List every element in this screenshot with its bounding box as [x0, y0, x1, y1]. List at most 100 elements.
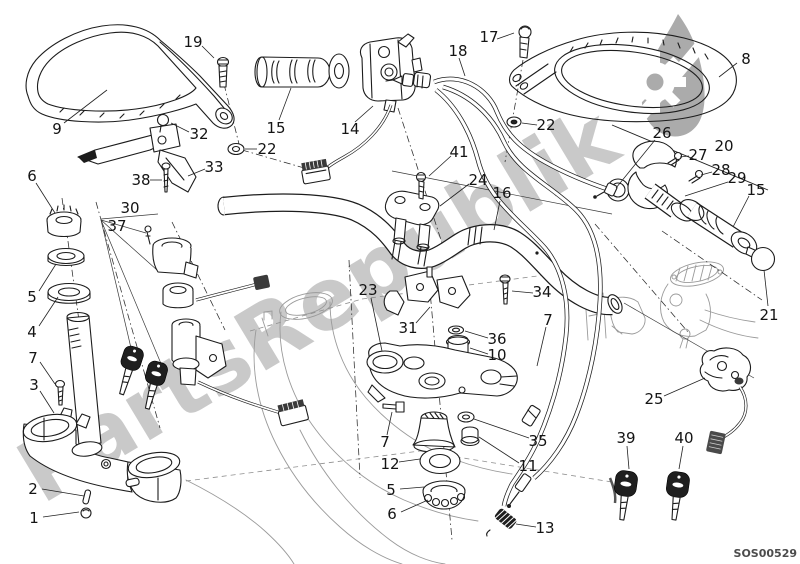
part-label-36: 36	[487, 330, 506, 348]
part-label-7: 7	[28, 349, 38, 367]
leader-line-7	[536, 326, 547, 367]
drawing-code: SOS00529	[734, 547, 797, 560]
leader-line-28	[700, 171, 713, 176]
leader-line-19	[201, 45, 215, 59]
washer-35	[457, 411, 475, 423]
bolt-7-mid	[395, 401, 405, 413]
cable-barrel-icon	[514, 473, 532, 493]
group-30-bracket	[100, 213, 163, 367]
leader-line-22	[521, 122, 538, 126]
part-label-35: 35	[528, 432, 547, 450]
leader-line-7	[39, 361, 56, 385]
ignition-lock-drawing	[152, 237, 309, 427]
leader-line-41	[428, 155, 452, 177]
pin-2	[82, 489, 92, 505]
leader-line-21	[763, 269, 769, 307]
lock-keys-drawing	[119, 345, 168, 410]
leader-line-6	[35, 182, 56, 214]
leader-line-12	[398, 458, 421, 463]
part-label-29: 29	[727, 169, 746, 187]
leader-line-10	[469, 347, 489, 355]
part-label-31: 31	[398, 319, 417, 337]
left-mirror-drawing	[25, 24, 235, 129]
mirror-bolt-19-drawing	[216, 56, 230, 88]
leader-line-11	[478, 436, 520, 464]
leader-line-24	[439, 183, 470, 207]
leader-line-36	[464, 330, 489, 339]
leader-line-40	[678, 445, 684, 470]
stem-nut-stack-drawing	[412, 411, 480, 510]
part-label-8: 8	[741, 50, 751, 68]
part-label-5: 5	[386, 481, 396, 499]
washer-36	[447, 325, 465, 335]
leader-line-16	[493, 200, 501, 231]
lever-bracket-drawing	[77, 113, 197, 193]
leader-line-14	[354, 105, 374, 123]
leader-line-33	[187, 168, 206, 177]
right-switch-drawing	[699, 347, 752, 455]
leader-line-15	[732, 195, 750, 228]
bar-clamp-drawing	[384, 171, 440, 251]
part-label-6: 6	[387, 505, 397, 523]
part-label-20: 20	[714, 137, 733, 155]
part-label-26: 26	[652, 124, 671, 142]
part-label-13: 13	[535, 519, 554, 537]
part-label-5: 5	[27, 288, 37, 306]
part-label-38: 38	[131, 171, 150, 189]
mirror-bolt-17-drawing	[506, 25, 532, 128]
part-label-6: 6	[27, 167, 37, 185]
bolt-41	[415, 171, 427, 183]
leader-line-25	[663, 377, 706, 397]
leader-line-31	[415, 306, 431, 324]
part-label-12: 12	[380, 455, 399, 473]
part-label-28: 28	[711, 161, 730, 179]
frame-context-drawing	[185, 261, 759, 564]
leader-line-8	[718, 62, 738, 78]
part-label-32: 32	[189, 125, 208, 143]
leader-line-15	[278, 87, 292, 121]
steering-stem-drawing	[46, 204, 102, 446]
part-label-7: 7	[543, 311, 553, 329]
part-label-25: 25	[644, 390, 663, 408]
part-label-34: 34	[532, 283, 551, 301]
bottom-clamp-drawing	[22, 379, 182, 519]
washer-22-left-drawing	[227, 142, 245, 156]
bar-end-weight-21	[750, 246, 776, 272]
leader-line-32	[170, 122, 190, 133]
part-label-24: 24	[468, 171, 487, 189]
leader-line-2	[41, 488, 85, 497]
part-label-30: 30	[120, 199, 139, 217]
part-label-11: 11	[518, 457, 537, 475]
leader-line-23	[370, 297, 383, 352]
brake-master-cylinder-drawing	[660, 261, 759, 349]
bolt-34-drawing	[499, 274, 511, 305]
leader-line-5	[399, 486, 425, 490]
part-label-15: 15	[746, 181, 765, 199]
leader-line-34	[511, 290, 534, 294]
part-label-9: 9	[52, 120, 62, 138]
leader-line-4	[38, 296, 59, 327]
part-label-41: 41	[449, 143, 468, 161]
part-label-1: 1	[29, 509, 39, 527]
part-label-3: 3	[29, 376, 39, 394]
handlebar-drawing	[217, 193, 623, 316]
leader-line-13	[515, 523, 537, 528]
part-label-15: 15	[266, 119, 285, 137]
lock-connector-large-icon	[277, 399, 309, 427]
leader-line-29	[684, 181, 729, 197]
part-label-22: 22	[257, 140, 276, 158]
bearing-drawing	[422, 480, 466, 510]
throttle-assembly-drawing	[593, 140, 704, 222]
part-label-23: 23	[358, 281, 377, 299]
cable-adjuster-drawing	[385, 71, 432, 89]
leader-line-9	[63, 89, 108, 124]
left-switch-drawing	[301, 33, 423, 185]
leader-line-27	[679, 155, 690, 158]
left-grip-drawing	[254, 53, 350, 89]
leader-line-6	[400, 499, 429, 513]
lock-connector-small-icon	[253, 274, 270, 290]
part-label-7: 7	[380, 433, 390, 451]
